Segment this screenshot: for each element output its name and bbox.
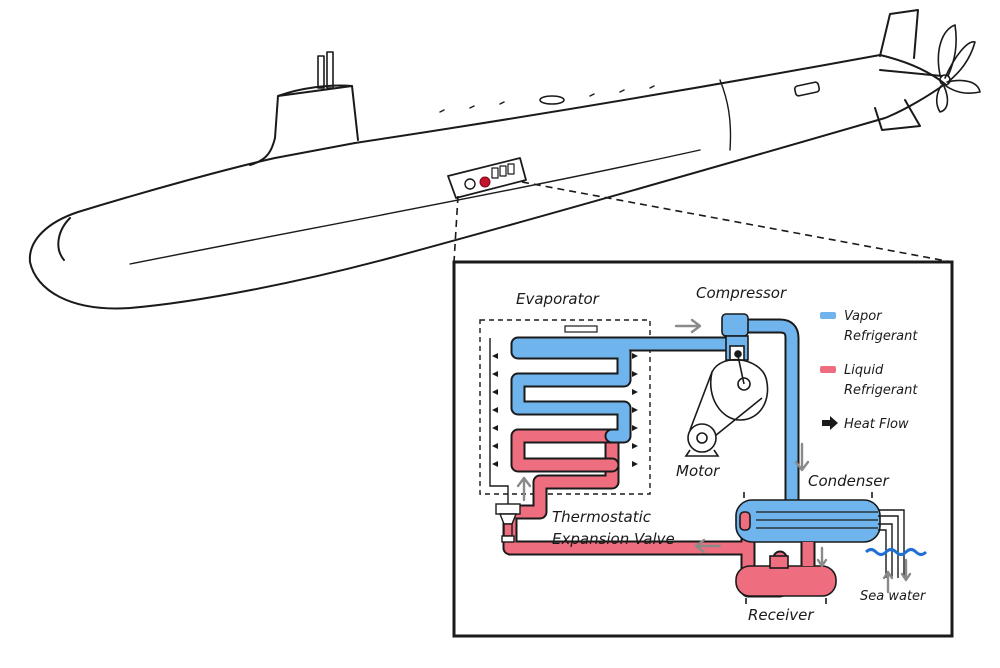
submarine-nose-line [57,217,71,261]
evaporator-coil-liquid [510,428,620,473]
heat-arrow [632,407,638,413]
location-marker [479,176,491,188]
receiver [735,555,837,604]
submarine-tail-fin [879,9,919,59]
heat-arrow [632,371,638,377]
compressor [721,313,749,361]
submarine-vent [793,81,821,97]
flow-arrow-right [674,318,702,334]
sea-water-out-arrow [900,558,912,582]
condenser [735,492,881,543]
motor [684,355,769,457]
zoom-line-left [453,195,459,263]
label-evaporator: Evaporator [516,290,600,308]
sea-water-in-arrow [882,570,894,594]
heat-arrow [632,353,638,359]
heat-arrow [492,425,498,431]
propeller [935,24,981,113]
access-window [447,157,527,199]
flow-arrow-left [694,538,722,554]
submarine [28,9,981,310]
submarine-hatch [539,95,565,105]
heat-arrow [632,461,638,467]
label-compressor: Compressor [696,284,787,302]
submarine-panel-line [129,149,701,265]
label-condenser: Condenser [808,472,889,490]
heat-arrow [492,389,498,395]
legend-liquid-line1: Liquid [844,363,884,378]
evaporator-coil-vapor [510,336,738,444]
discharge-line [737,318,800,508]
label-thermostatic: Thermostatic [552,508,652,526]
legend-liquid-line2: Refrigerant [844,383,918,398]
label-motor: Motor [676,462,720,480]
legend-swatch-vapor [820,312,836,319]
heat-arrow [632,443,638,449]
submarine-hull [28,54,946,310]
label-receiver: Receiver [748,606,814,624]
heat-arrow [632,389,638,395]
submarine-mast [317,55,325,89]
flow-arrow-down-receiver [816,546,828,568]
heat-flow-arrows [492,353,638,467]
flow-arrows [516,318,912,594]
legend-vapor-line1: Vapor [844,309,883,324]
legend-vapor-line2: Refrigerant [844,329,918,344]
label-sea-water: Sea water [860,589,927,604]
heat-arrow [492,371,498,377]
flow-arrow-up [516,476,532,502]
heat-arrow [492,353,498,359]
sensing-bulb-line [489,338,509,504]
zoom-line-right [521,181,953,263]
legend-heat-flow: Heat Flow [844,417,909,432]
evaporator-housing [479,319,651,495]
drive-belt [689,371,763,441]
label-expansion-valve: Expansion Valve [552,530,675,548]
legend-swatch-liquid [820,366,836,373]
heat-arrow [492,443,498,449]
heat-arrow [632,425,638,431]
motor-pulley [687,423,717,453]
legend: Vapor Refrigerant Liquid Refrigerant Hea… [820,309,918,432]
sea-water-waves [864,548,928,556]
legend-heat-flow-icon [822,416,838,430]
expansion-valve [495,503,521,543]
heat-arrow [492,461,498,467]
flow-arrow-down [794,442,810,472]
heat-arrow [492,407,498,413]
